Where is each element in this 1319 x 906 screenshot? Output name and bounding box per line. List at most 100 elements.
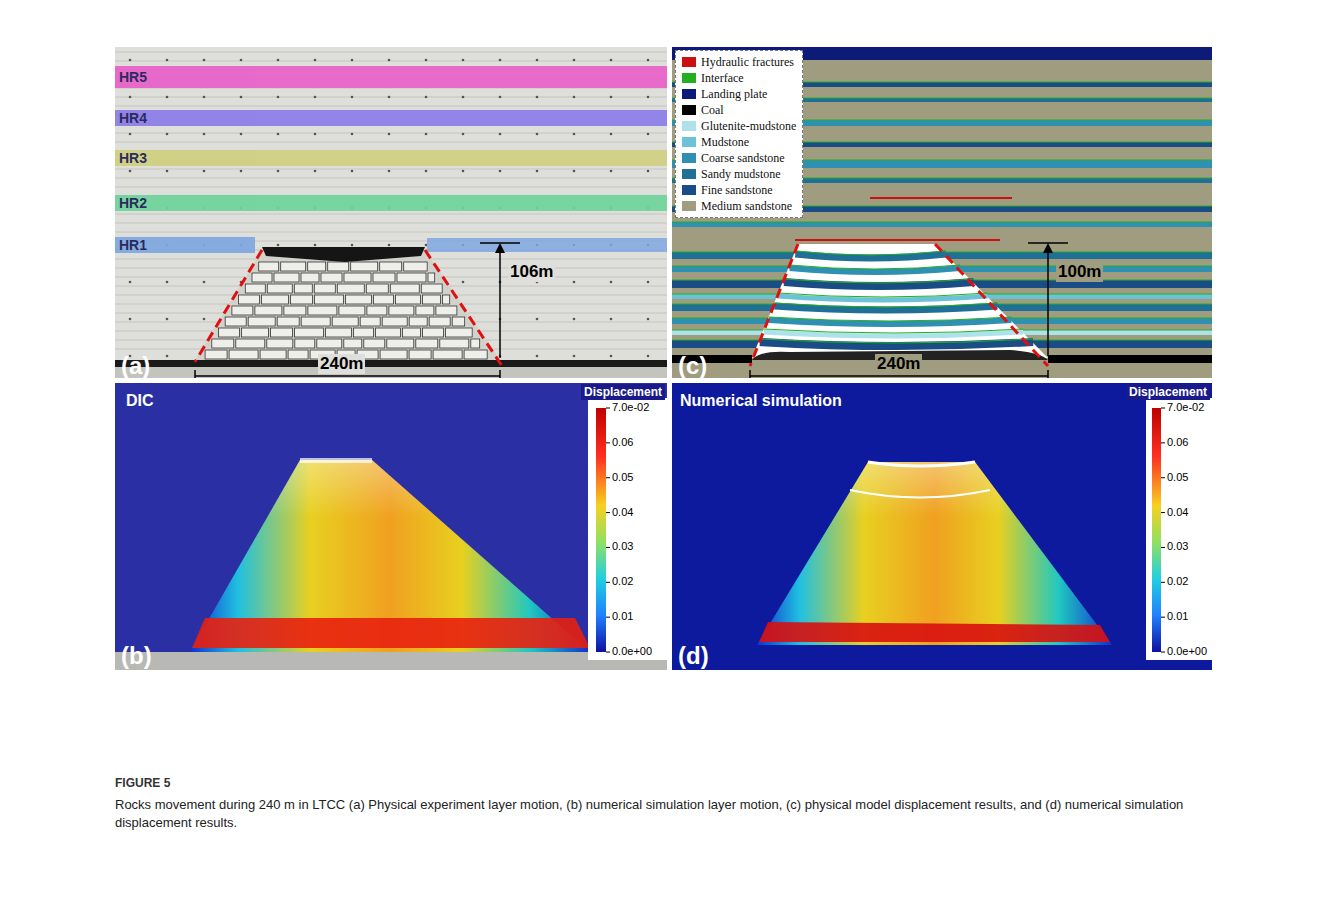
colorbar-tick: 0.03 [612, 540, 633, 552]
art-shape [416, 339, 438, 348]
art-shape [389, 306, 414, 315]
art-shape [536, 59, 539, 62]
art-shape [610, 281, 613, 284]
art-shape [445, 328, 472, 337]
art-shape [499, 170, 502, 173]
art-shape [295, 339, 315, 348]
colorbar-tick: 0.01 [612, 610, 633, 622]
art-shape [115, 214, 667, 215]
art-shape [203, 96, 206, 99]
colorbar-tick: 0.04 [1167, 506, 1188, 518]
panel-title: DIC [126, 392, 154, 410]
art-shape [267, 339, 293, 348]
art-shape [647, 318, 650, 321]
colorbar-tick: 0.06 [1167, 436, 1188, 448]
art-shape [241, 328, 268, 337]
legend-item: Mudstone [682, 134, 796, 150]
art-shape [610, 96, 613, 99]
art-shape [252, 273, 272, 282]
art-shape [281, 262, 306, 271]
art-shape [1161, 582, 1165, 583]
art-shape [314, 133, 317, 136]
art-shape [314, 59, 317, 62]
art-shape [339, 306, 365, 315]
art-shape [203, 318, 206, 321]
art-shape [315, 295, 344, 304]
art-shape [375, 328, 400, 337]
art-shape [284, 306, 306, 315]
legend-item: Interface [682, 70, 796, 86]
art-shape [205, 350, 227, 359]
legend-text: Interface [701, 71, 744, 86]
art-shape [344, 339, 362, 348]
art-shape [1161, 547, 1165, 548]
art-shape [366, 284, 388, 293]
art-shape [314, 284, 335, 293]
colorbar-tick: 0.0e+00 [612, 645, 652, 657]
colorbar-tick: 0.04 [612, 506, 633, 518]
art-shape [314, 96, 317, 99]
art-shape [647, 170, 650, 173]
band-label: HR5 [115, 69, 147, 85]
legend-text: Coal [701, 103, 724, 118]
art-shape [232, 306, 253, 315]
art-shape [536, 318, 539, 321]
legend-item: Landing plate [682, 86, 796, 102]
art-shape [115, 169, 667, 170]
art-shape [245, 284, 265, 293]
art-shape [129, 318, 132, 321]
art-shape [351, 96, 354, 99]
art-shape [573, 318, 576, 321]
art-shape [367, 306, 387, 315]
art-shape [416, 306, 434, 315]
art-shape [396, 295, 421, 304]
art-shape [462, 133, 465, 136]
colorbar-tick: 0.05 [1167, 471, 1188, 483]
art-shape [1161, 442, 1165, 443]
art-shape [428, 273, 435, 282]
art-shape [344, 273, 371, 282]
hr-band: HR5 [115, 66, 667, 88]
art-shape [760, 339, 1033, 343]
art-shape [784, 279, 974, 283]
art-shape [277, 59, 280, 62]
art-shape [388, 59, 391, 62]
art-shape [115, 133, 667, 134]
art-shape [1161, 652, 1165, 653]
art-shape [351, 262, 378, 271]
art-shape [429, 317, 450, 326]
art-shape [536, 96, 539, 99]
art-shape [337, 284, 364, 293]
art-shape [374, 295, 394, 304]
art-shape [390, 284, 419, 293]
art-shape [606, 547, 610, 548]
art-shape [610, 355, 613, 358]
art-shape [440, 339, 469, 348]
art-shape [373, 273, 395, 282]
art-shape [115, 106, 667, 107]
legend-text: Hydraulic fractures [701, 55, 794, 70]
legend-item: Coal [682, 102, 796, 118]
art-shape [499, 133, 502, 136]
art-shape [387, 339, 414, 348]
art-shape [606, 617, 610, 618]
art-shape [115, 232, 667, 233]
legend-item: Fine sandstone [682, 182, 796, 198]
art-shape [166, 96, 169, 99]
art-shape [277, 244, 280, 247]
art-shape [277, 96, 280, 99]
art-shape [397, 273, 426, 282]
colorbar-tick: 0.0e+00 [1167, 645, 1207, 657]
art-shape [380, 350, 407, 359]
colorbar-tick: 7.0e-02 [612, 401, 649, 413]
legend-text: Sandy mudstone [701, 167, 781, 182]
legend-swatch [682, 137, 696, 147]
art-shape [471, 339, 480, 348]
art-shape [321, 273, 342, 282]
art-shape [606, 582, 610, 583]
legend-item: Hydraulic fractures [682, 54, 796, 70]
figure-title: FIGURE 5 [115, 776, 170, 790]
art-shape [610, 318, 613, 321]
legend-text: Landing plate [701, 87, 767, 102]
art-shape [291, 295, 313, 304]
